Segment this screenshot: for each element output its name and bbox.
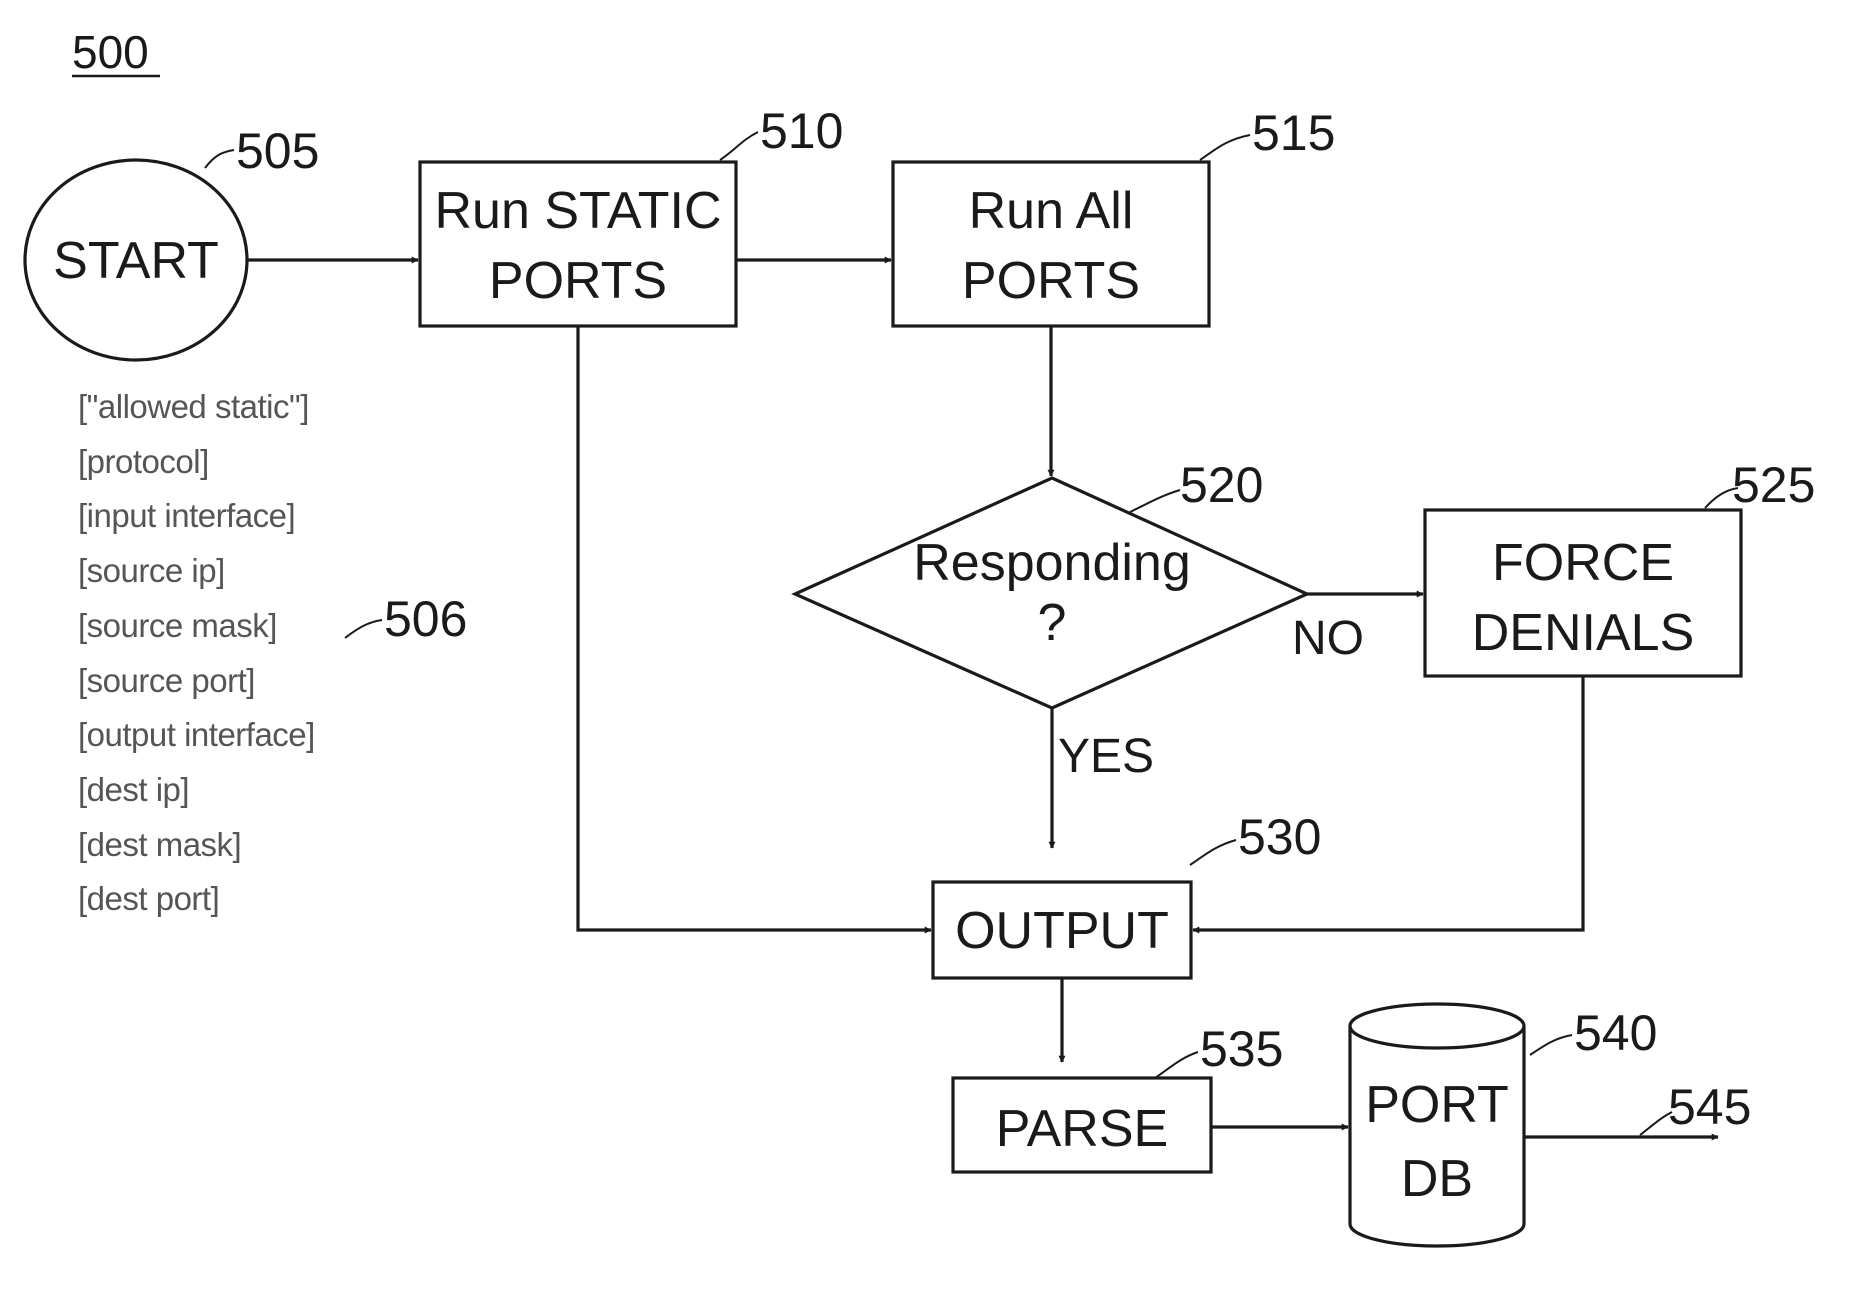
param-item: [source port]	[78, 662, 255, 699]
db-output-ref-number: 545	[1668, 1079, 1751, 1135]
param-item: [dest ip]	[78, 771, 189, 808]
output-ref-number: 530	[1238, 809, 1321, 865]
db-ref-leader	[1530, 1035, 1572, 1055]
output-node: OUTPUT	[933, 882, 1191, 978]
start-ref-leader	[205, 150, 234, 168]
svg-text:FORCE: FORCE	[1492, 534, 1674, 592]
svg-text:Responding: Responding	[913, 534, 1191, 592]
svg-text:START: START	[53, 232, 219, 290]
figure-number: 500	[72, 26, 149, 78]
param-item: [protocol]	[78, 443, 209, 480]
parse-ref-number: 535	[1200, 1021, 1283, 1077]
yes-edge-label: YES	[1058, 730, 1154, 783]
svg-text:Run All: Run All	[969, 182, 1134, 240]
svg-text:DENIALS: DENIALS	[1472, 604, 1695, 662]
svg-text:OUTPUT: OUTPUT	[955, 902, 1169, 960]
svg-text:Run STATIC: Run STATIC	[434, 182, 721, 240]
run-static-ports-node: Run STATIC PORTS	[420, 162, 736, 326]
no-edge-label: NO	[1292, 612, 1364, 665]
params-ref-leader	[345, 620, 382, 638]
decision-ref-number: 520	[1180, 457, 1263, 513]
all-ref-leader	[1200, 135, 1250, 160]
param-item: [source mask]	[78, 607, 277, 644]
start-ref-number: 505	[236, 123, 319, 179]
param-item: [dest port]	[78, 880, 219, 917]
port-db-node: PORT DB	[1350, 1004, 1524, 1246]
force-denials-node: FORCE DENIALS	[1425, 510, 1741, 676]
parse-ref-leader	[1155, 1052, 1198, 1078]
parameter-list: ["allowed static"] [protocol] [input int…	[78, 388, 315, 917]
static-ref-number: 510	[760, 103, 843, 159]
parse-node: PARSE	[953, 1078, 1211, 1172]
force-ref-number: 525	[1732, 457, 1815, 513]
params-ref-number: 506	[384, 591, 467, 647]
svg-text:PORT: PORT	[1365, 1076, 1509, 1134]
static-ref-leader	[720, 132, 758, 160]
all-ref-number: 515	[1252, 105, 1335, 161]
svg-text:PORTS: PORTS	[962, 252, 1140, 310]
svg-text:PORTS: PORTS	[489, 252, 667, 310]
svg-text:?: ?	[1038, 594, 1067, 652]
svg-text:PARSE: PARSE	[996, 1100, 1168, 1158]
output-ref-leader	[1190, 840, 1236, 865]
param-item: ["allowed static"]	[78, 388, 309, 425]
start-node: START	[25, 160, 247, 360]
run-all-ports-node: Run All PORTS	[893, 162, 1209, 326]
param-item: [input interface]	[78, 497, 295, 534]
force-to-output-arrow	[1193, 676, 1583, 930]
svg-text:DB: DB	[1401, 1150, 1473, 1208]
decision-ref-leader	[1130, 490, 1180, 512]
db-ref-number: 540	[1574, 1005, 1657, 1061]
param-item: [source ip]	[78, 552, 225, 589]
param-item: [output interface]	[78, 716, 315, 753]
param-item: [dest mask]	[78, 826, 241, 863]
